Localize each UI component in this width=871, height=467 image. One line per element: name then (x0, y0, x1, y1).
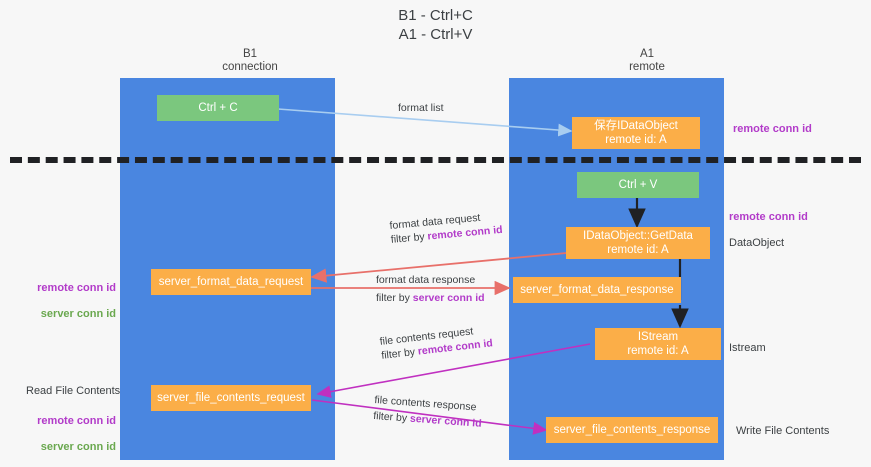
note-server-conn-id: server conn id (40, 441, 116, 453)
box-idataobject[interactable]: 保存IDataObject remote id: A (572, 117, 700, 149)
note-conn-ids-bottom: remote conn id server conn id (18, 402, 116, 467)
filter-prefix: filter by (376, 292, 413, 304)
column-header-a1: A1 remote (629, 48, 665, 73)
note-istream: Istream (729, 342, 766, 354)
filter-prefix: filter by (390, 230, 429, 246)
box-server-file-contents-request[interactable]: server_file_contents_request (151, 385, 311, 411)
filter-key-server-conn-id: server conn id (412, 292, 485, 304)
label-file-contents-response: file contents response filter by server … (373, 393, 483, 431)
phase-divider (10, 157, 861, 163)
label-format-data-request: format data request filter by remote con… (389, 209, 503, 247)
note-server-conn-id: server conn id (40, 308, 116, 320)
note-write-file-contents: Write File Contents (736, 425, 830, 437)
note-conn-ids-mid: remote conn id server conn id (18, 269, 116, 334)
label-format-list-line1: format list (398, 102, 444, 114)
label-format-data-response-line1: format data response (376, 274, 476, 286)
note-remote-conn-id: remote conn id (37, 282, 116, 294)
note-remote-conn-id-mid: remote conn id (729, 211, 808, 223)
filter-prefix: filter by (372, 409, 411, 425)
box-server-file-contents-response[interactable]: server_file_contents_response (546, 417, 718, 443)
box-istream[interactable]: IStream remote id: A (595, 328, 721, 360)
label-file-contents-request: file contents request filter by remote c… (379, 322, 493, 363)
column-header-b1: B1 connection (222, 48, 278, 73)
box-server-format-data-request[interactable]: server_format_data_request (151, 269, 311, 295)
note-remote-conn-id: remote conn id (37, 415, 116, 427)
box-getdata[interactable]: IDataObject::GetData remote id: A (566, 227, 710, 259)
filter-prefix: filter by (380, 345, 419, 362)
box-ctrl-c[interactable]: Ctrl + C (157, 95, 279, 121)
box-ctrl-v[interactable]: Ctrl + V (577, 172, 699, 198)
note-read-file-contents: Read File Contents (26, 385, 121, 397)
label-format-data-response-line2: filter by server conn id (376, 291, 485, 305)
note-dataobject: DataObject (729, 237, 785, 249)
filter-key-server-conn-id: server conn id (409, 412, 483, 430)
label-format-data-response: format data response filter by server co… (376, 273, 485, 305)
label-format-list: format list (398, 101, 444, 115)
note-remote-conn-id-top: remote conn id (733, 123, 812, 135)
page-title: B1 - Ctrl+C A1 - Ctrl+V (398, 7, 473, 43)
box-server-format-data-response[interactable]: server_format_data_response (513, 277, 681, 303)
